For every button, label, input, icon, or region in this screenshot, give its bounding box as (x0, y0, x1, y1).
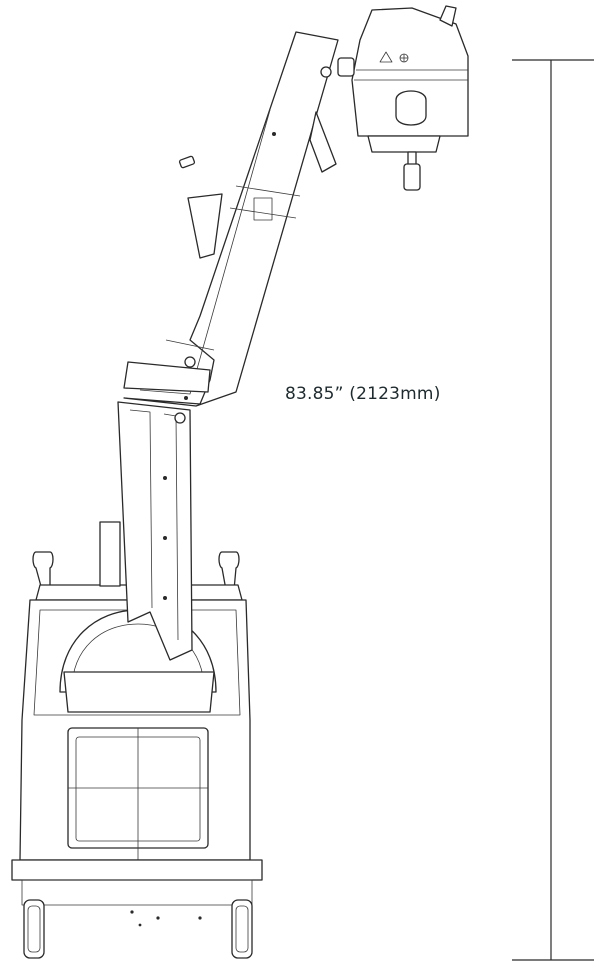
left-handle (32, 551, 54, 591)
xray-tube-head (337, 5, 469, 191)
base-cart (11, 521, 263, 959)
column (117, 401, 193, 661)
telescopic-arm (123, 31, 339, 407)
tube-knob (403, 163, 421, 191)
column-pivot (174, 412, 186, 424)
height-dimension-label: 83.85” (2123mm) (285, 384, 441, 404)
right-handle (218, 551, 240, 591)
left-wheel (23, 899, 45, 959)
tube-handle (395, 90, 427, 126)
right-wheel (231, 899, 253, 959)
height-dimension-line (512, 59, 594, 961)
